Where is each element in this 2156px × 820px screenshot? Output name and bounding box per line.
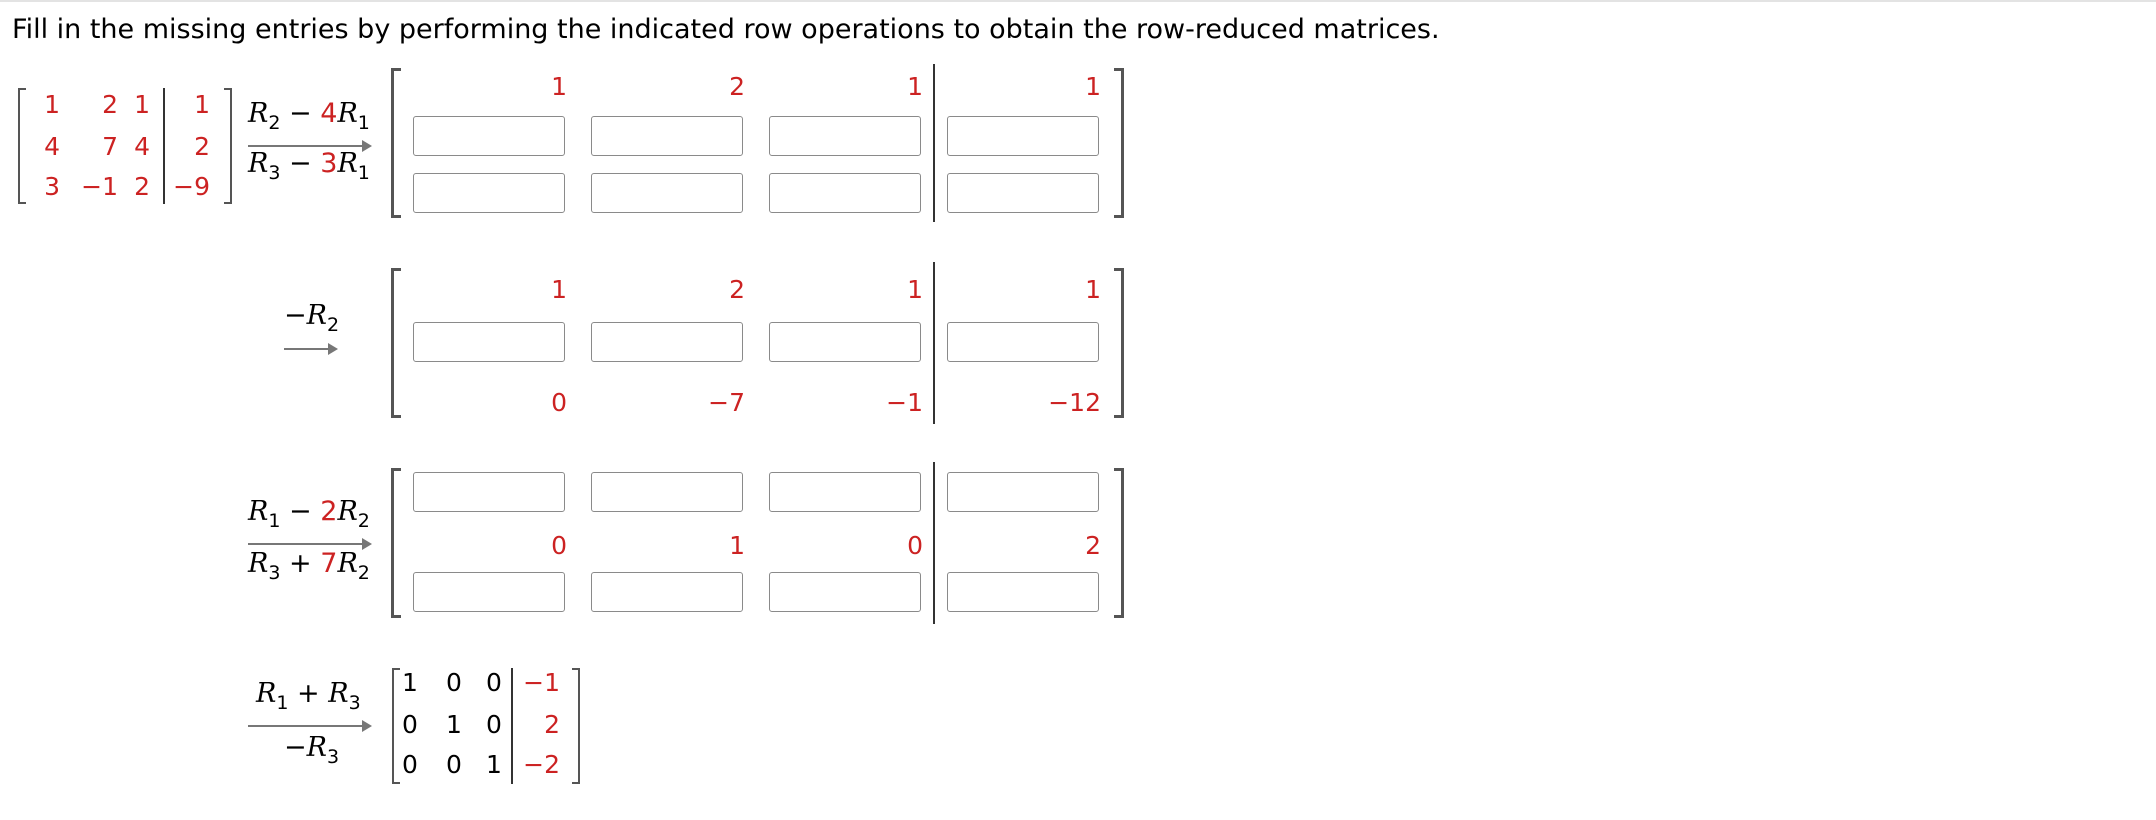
entry-input[interactable] (591, 173, 743, 213)
matrix-entry: 0 (907, 531, 923, 560)
matrix-entry: 0 (446, 750, 462, 779)
arrow-icon (248, 140, 372, 152)
entry-input[interactable] (591, 116, 743, 156)
entry-input[interactable] (769, 173, 921, 213)
left-bracket (18, 88, 26, 204)
entry-input[interactable] (769, 322, 921, 362)
entry-input[interactable] (591, 572, 743, 612)
entry-input[interactable] (413, 322, 565, 362)
matrix-entry: 0 (486, 710, 502, 739)
entry-input[interactable] (947, 472, 1099, 512)
entry-input[interactable] (413, 173, 565, 213)
matrix-entry: −1 (81, 172, 118, 201)
matrix-entry: 2 (729, 72, 745, 101)
matrix-entry: 3 (44, 172, 60, 201)
augment-bar (933, 64, 935, 222)
entry-input[interactable] (413, 116, 565, 156)
entry-input[interactable] (591, 322, 743, 362)
row-op-label: R2 − 4R1 (248, 98, 370, 134)
matrix-entry: 1 (907, 275, 923, 304)
matrix-entry: 1 (194, 90, 210, 119)
matrix-entry: 2 (1085, 531, 1101, 560)
matrix-entry: 1 (402, 668, 418, 697)
row-op-label: R3 − 3R1 (248, 148, 370, 184)
matrix-entry: 0 (551, 531, 567, 560)
matrix-entry: −2 (523, 750, 560, 779)
matrix-entry: 1 (551, 72, 567, 101)
matrix-entry: 0 (402, 750, 418, 779)
augment-bar (933, 262, 935, 424)
left-bracket (391, 268, 401, 418)
top-divider (0, 0, 2156, 2)
right-bracket (1114, 468, 1124, 618)
arrow-icon (248, 720, 372, 732)
row-op-label: R1 + R3 (256, 678, 361, 714)
matrix-entry: 1 (907, 72, 923, 101)
matrix-entry: −12 (1048, 388, 1101, 417)
matrix-entry: 0 (402, 710, 418, 739)
matrix-entry: 4 (44, 132, 60, 161)
matrix-entry: 2 (729, 275, 745, 304)
matrix-entry: 1 (44, 90, 60, 119)
matrix-entry: 4 (134, 132, 150, 161)
matrix-entry: 0 (486, 668, 502, 697)
entry-input[interactable] (769, 116, 921, 156)
matrix-entry: 1 (446, 710, 462, 739)
matrix-entry: 1 (486, 750, 502, 779)
row-op-label: −R2 (284, 300, 340, 336)
left-bracket (392, 668, 400, 784)
matrix-entry: −1 (523, 668, 560, 697)
matrix-entry: 7 (102, 132, 118, 161)
instruction-text: Fill in the missing entries by performin… (12, 14, 1440, 45)
entry-input[interactable] (413, 472, 565, 512)
entry-input[interactable] (947, 322, 1099, 362)
matrix-entry: −9 (173, 172, 210, 201)
right-bracket (224, 88, 232, 204)
entry-input[interactable] (769, 472, 921, 512)
left-bracket (391, 468, 401, 618)
matrix-entry: 1 (729, 531, 745, 560)
row-op-label: −R3 (284, 732, 340, 768)
right-bracket (1114, 68, 1124, 218)
entry-input[interactable] (591, 472, 743, 512)
augment-bar (163, 88, 165, 204)
matrix-entry: 0 (446, 668, 462, 697)
matrix-entry: 1 (1085, 72, 1101, 101)
matrix-entry: 2 (544, 710, 560, 739)
matrix-entry: 2 (134, 172, 150, 201)
matrix-entry: 2 (194, 132, 210, 161)
right-bracket (1114, 268, 1124, 418)
matrix-entry: −1 (886, 388, 923, 417)
row-op-label: R3 + 7R2 (248, 548, 370, 584)
matrix-entry: −7 (708, 388, 745, 417)
left-bracket (391, 68, 401, 218)
arrow-icon (284, 343, 338, 355)
entry-input[interactable] (947, 173, 1099, 213)
matrix-entry: 0 (551, 388, 567, 417)
matrix-entry: 1 (551, 275, 567, 304)
entry-input[interactable] (769, 572, 921, 612)
matrix-entry: 2 (102, 90, 118, 119)
row-op-label: R1 − 2R2 (248, 496, 370, 532)
entry-input[interactable] (947, 572, 1099, 612)
matrix-entry: 1 (1085, 275, 1101, 304)
arrow-icon (248, 538, 372, 550)
matrix-entry: 1 (134, 90, 150, 119)
augment-bar (511, 668, 513, 784)
entry-input[interactable] (413, 572, 565, 612)
augment-bar (933, 462, 935, 624)
right-bracket (572, 668, 580, 784)
entry-input[interactable] (947, 116, 1099, 156)
